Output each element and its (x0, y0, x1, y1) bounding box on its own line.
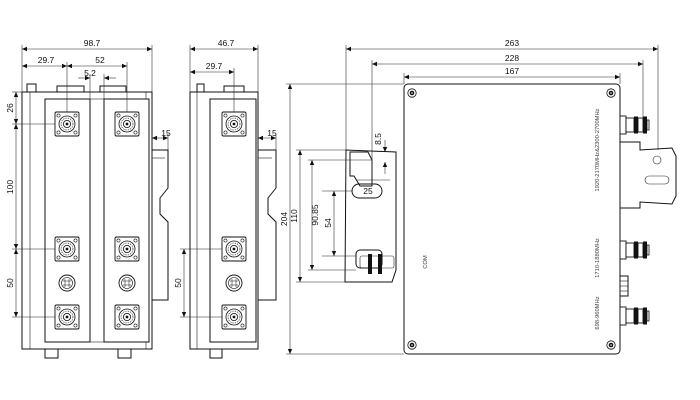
n-type-connector-icon (619, 306, 650, 326)
dim-slot-height-a: 90.85 (310, 204, 320, 226)
dim-slot-height-b: 54 (323, 218, 333, 228)
dc-stud-icon (118, 274, 136, 292)
port-label-high: 1920-2170MHz&2300-2700MHz (595, 108, 601, 191)
port-label-mid: 1710-1880MHz (595, 238, 601, 278)
dim-side-left-offset: 29.7 (206, 61, 223, 71)
n-type-connector-icon (221, 236, 247, 262)
n-type-connector-icon (619, 115, 650, 135)
dim-side-lower-span: 50 (173, 278, 183, 288)
mounting-screw-icon (606, 88, 616, 98)
dim-small-a: 8.5 (373, 133, 383, 145)
side-view: 46.7 29.7 50 15 (173, 38, 277, 359)
dim-overall-length: 263 (505, 38, 519, 48)
port-label-com: COM (423, 255, 429, 269)
n-type-connector-icon (54, 111, 80, 137)
n-type-connector-icon (114, 304, 140, 330)
dim-overall-height: 204 (279, 212, 289, 226)
dim-side-offset-15: 15 (267, 128, 277, 138)
front-view: 98.7 29.7 52 5.2 26 100 50 15 (5, 38, 171, 359)
port-label-low: 698-960MHz (595, 296, 601, 329)
dim-body-length: 167 (505, 66, 519, 76)
dc-stud-icon (225, 274, 243, 292)
mounting-screw-icon (606, 340, 616, 350)
n-type-connector-icon (619, 240, 650, 260)
dim-connector-pitch: 52 (95, 55, 105, 65)
dim-left-offset: 29.7 (38, 55, 55, 65)
dc-stud-icon (58, 274, 76, 292)
dim-gap: 5.2 (84, 68, 96, 78)
dim-mid-length: 228 (505, 53, 519, 63)
dim-side-offset: 15 (161, 128, 171, 138)
top-view: 1920-2170MHz&2300-2700MHz 1710-1880MHz 6… (279, 38, 677, 355)
n-type-connector-icon (221, 111, 247, 137)
dim-vertical-span: 100 (5, 180, 15, 194)
dim-bracket-height: 110 (289, 209, 299, 223)
n-type-connector-icon (54, 304, 80, 330)
mounting-screw-icon (407, 88, 417, 98)
n-type-connector-icon (54, 236, 80, 262)
dim-side-width: 46.7 (218, 38, 235, 48)
mounting-screw-icon (407, 340, 417, 350)
dim-lower-span: 50 (5, 278, 15, 288)
n-type-connector-icon (221, 304, 247, 330)
dim-overall-width: 98.7 (84, 38, 101, 48)
n-type-connector-icon (114, 236, 140, 262)
dim-top-offset: 26 (5, 103, 15, 113)
n-type-connector-icon (114, 111, 140, 137)
dim-small-b: 25 (363, 186, 373, 196)
